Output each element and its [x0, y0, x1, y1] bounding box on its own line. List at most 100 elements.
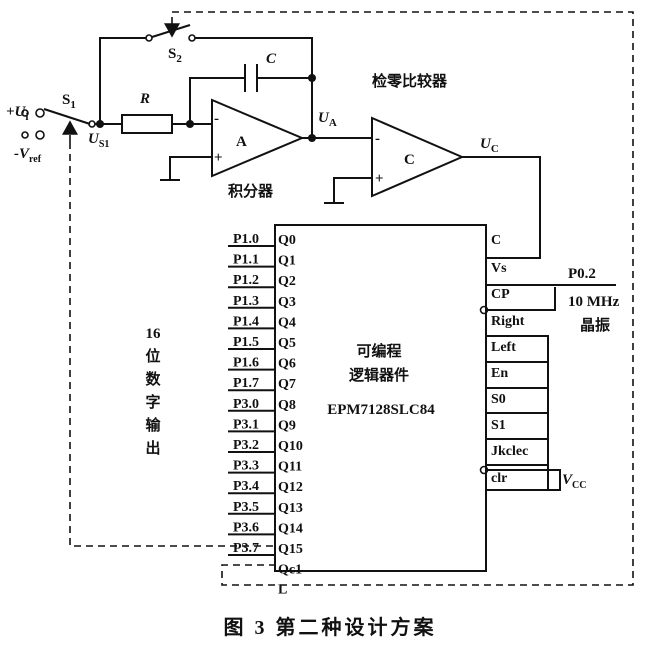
- label-s1: S1: [62, 92, 76, 111]
- chip-title-line2: 逻辑器件: [349, 366, 409, 384]
- node-ua: [308, 134, 316, 142]
- output-label-char: 数: [145, 370, 161, 388]
- output-label-char: 字: [145, 393, 160, 411]
- s2-contact-right: [188, 34, 196, 42]
- pin-left: Left: [491, 340, 516, 355]
- wire-vcc: [486, 469, 561, 491]
- port-label: P1.5: [233, 335, 259, 350]
- pin-s1: S1: [491, 418, 506, 433]
- right-pin-box-stack: [486, 335, 549, 491]
- wire-s2-right: [195, 37, 313, 138]
- chip-model: EPM7128SLC84: [327, 402, 435, 418]
- port-label: P3.1: [233, 417, 259, 432]
- pin-jkclec: Jkclec: [491, 444, 528, 459]
- chip-title-line1: 可编程: [356, 342, 401, 360]
- output-label-char: 出: [145, 439, 160, 457]
- pin-q11: Q11: [278, 460, 302, 475]
- pin-s0: S0: [491, 392, 506, 407]
- opamp-c-minus: -: [375, 131, 380, 147]
- pin-q13: Q13: [278, 501, 303, 516]
- wire-c-plus-ground: [324, 177, 372, 204]
- control-dashed-line-left: [69, 142, 275, 547]
- wire-s2-left: [99, 37, 146, 124]
- opamp-c-label: C: [404, 152, 415, 168]
- label-osc-name: 晶振: [580, 316, 610, 334]
- pin-q0: Q0: [278, 233, 296, 248]
- vref-terminal: [35, 130, 45, 140]
- capacitor-c: [244, 64, 258, 92]
- switch-s1-blade: [43, 108, 91, 125]
- output-label-char: 16: [146, 326, 162, 342]
- opamp-a-plus: +: [214, 150, 223, 166]
- port-label: P3.0: [233, 397, 259, 412]
- label-zero-comparator: 检零比较器: [372, 72, 448, 90]
- pin-q1: Q1: [278, 254, 296, 269]
- clr-inversion-bubble: [479, 465, 489, 475]
- port-label: P1.4: [233, 314, 259, 329]
- port-label: P3.4: [233, 479, 259, 494]
- port-label: P3.3: [233, 459, 259, 474]
- port-label: P3.2: [233, 438, 259, 453]
- pin-q6: Q6: [278, 357, 296, 372]
- pin-q2: Q2: [278, 274, 296, 289]
- label-us1: US1: [88, 131, 109, 150]
- pin-q10: Q10: [278, 439, 303, 454]
- wire-uc: [462, 156, 541, 259]
- pin-q7: Q7: [278, 377, 296, 392]
- label-p02: P0.2: [568, 266, 596, 282]
- port-label: P1.1: [233, 253, 259, 268]
- wire-a-plus-ground: [160, 156, 212, 181]
- chip-epm7128: [274, 224, 487, 572]
- pin-cp: CP: [491, 287, 510, 302]
- label-uc: UC: [480, 136, 499, 155]
- port-lines: [228, 245, 275, 556]
- pin-q5: Q5: [278, 336, 296, 351]
- port-label: P1.3: [233, 294, 259, 309]
- label-s2: S2: [168, 46, 182, 65]
- port-label: P1.0: [233, 232, 259, 247]
- pin-q3: Q3: [278, 295, 296, 310]
- resistor-r: [121, 114, 173, 134]
- port-label: P1.6: [233, 356, 259, 371]
- figure-caption: 图 3 第二种设计方案: [224, 615, 437, 639]
- label-osc-freq: 10 MHz: [568, 294, 620, 310]
- opamp-a-minus: -: [214, 111, 219, 127]
- node-cap: [308, 74, 316, 82]
- label-c: C: [266, 51, 277, 67]
- label-r: R: [139, 91, 150, 107]
- opamp-c: [371, 116, 465, 198]
- label-ua: UA: [318, 110, 337, 129]
- ui-terminal: [35, 108, 45, 118]
- label-vref: -Vref: [14, 146, 42, 165]
- vref-terminal-b: [21, 131, 29, 139]
- port-labels: P1.0P1.1P1.2P1.3P1.4P1.5P1.6P1.7P3.0P3.1…: [233, 232, 259, 556]
- port-label: P3.5: [233, 500, 259, 515]
- output-label-char: 位: [145, 347, 160, 365]
- opamp-a-label: A: [236, 134, 247, 150]
- label-ui: +Ui: [6, 104, 28, 123]
- port-label: P1.2: [233, 273, 259, 288]
- pin-q9: Q9: [278, 418, 296, 433]
- pin-c: C: [491, 233, 501, 248]
- pin-q4: Q4: [278, 315, 296, 330]
- s2-contact-left: [145, 34, 153, 42]
- port-label: P3.6: [233, 520, 259, 535]
- label-vcc: VCC: [562, 472, 586, 491]
- switch-s2-blade: [151, 24, 191, 38]
- cp-inversion-bubble: [479, 305, 489, 315]
- pin-right: Right: [491, 314, 525, 329]
- pin-left-labels: Q0Q1Q2Q3Q4Q5Q6Q7Q8Q9Q10Q11Q12Q13Q14Q15Qc…: [278, 233, 303, 598]
- pin-q12: Q12: [278, 480, 303, 495]
- pin-q14: Q14: [278, 521, 303, 536]
- pin-en: En: [491, 366, 508, 381]
- pin-clr: clr: [491, 471, 507, 486]
- control-dashed-line: [171, 11, 634, 586]
- port-label: P1.7: [233, 376, 259, 391]
- pin-vs: Vs: [491, 261, 507, 276]
- port-label: P3.7: [233, 541, 259, 556]
- pin-q8: Q8: [278, 398, 296, 413]
- opamp-a: [211, 98, 305, 178]
